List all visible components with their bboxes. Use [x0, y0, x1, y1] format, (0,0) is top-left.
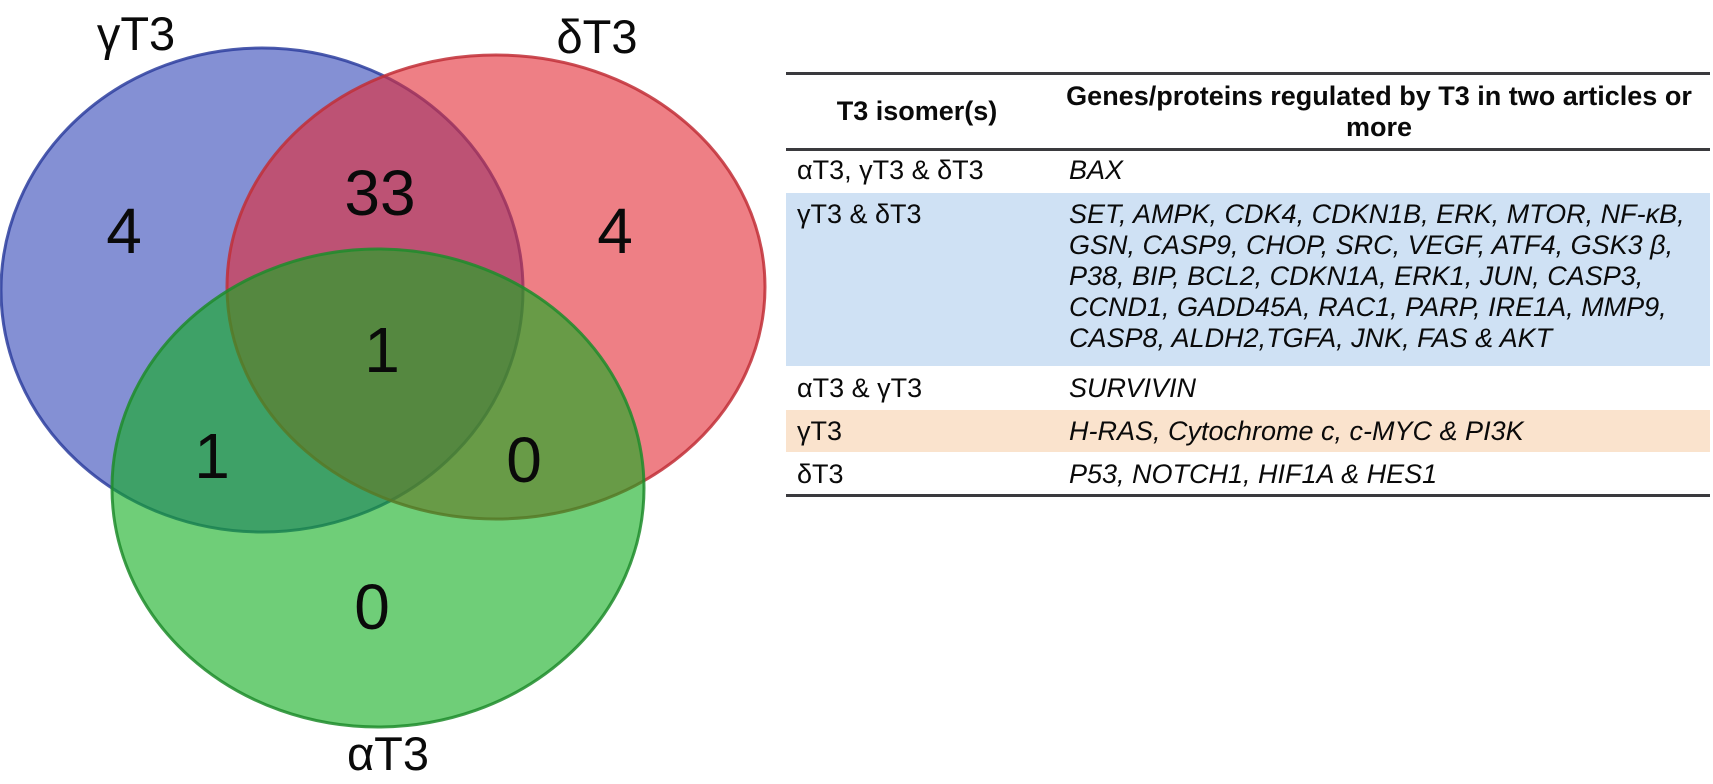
venn-label-alpha-t3: αT3 [347, 727, 429, 780]
isomer-cell: αT3 & γT3 [797, 372, 923, 403]
table-row-gamma: γT3 H-RAS, Cytochrome c, c-MYC & PI3K [786, 410, 1710, 452]
venn-count-delta-alpha: 0 [506, 424, 542, 496]
table-header-rule [786, 148, 1710, 151]
venn-count-alpha-only: 0 [354, 571, 390, 643]
venn-count-delta-only: 4 [597, 195, 633, 267]
venn-count-all-three: 1 [364, 314, 400, 386]
isomer-cell: γT3 & δT3 [797, 199, 922, 229]
genes-cell: SURVIVIN [1069, 372, 1197, 403]
venn-circle-alpha-t3 [110, 247, 646, 729]
genes-cell: H-RAS, Cytochrome c, c-MYC & PI3K [1069, 415, 1524, 446]
venn-count-gamma-delta: 33 [344, 157, 415, 229]
genes-cell: SET, AMPK, CDK4, CDKN1B, ERK, MTOR, NF-κ… [1069, 199, 1685, 353]
table-top-rule [786, 72, 1710, 75]
table-row-delta: δT3 P53, NOTCH1, HIF1A & HES1 [786, 455, 1710, 494]
genes-cell: P53, NOTCH1, HIF1A & HES1 [1069, 459, 1438, 489]
isomer-cell: γT3 [797, 415, 843, 446]
table-header-isomers: T3 isomer(s) [836, 96, 998, 126]
isomer-cell: αT3, γT3 & δT3 [797, 155, 984, 185]
genes-cell: BAX [1069, 155, 1124, 185]
table-top-margin [786, 0, 1710, 72]
venn-label-gamma-t3: γT3 [97, 7, 175, 60]
venn-count-gamma-alpha: 1 [194, 420, 230, 492]
table-row-all-three: αT3, γT3 & δT3 BAX [786, 151, 1710, 190]
venn-count-gamma-only: 4 [106, 195, 142, 267]
table-row-gamma-delta: γT3 & δT3 SET, AMPK, CDK4, CDKN1B, ERK, … [786, 193, 1710, 366]
isomer-cell: δT3 [797, 459, 844, 489]
venn-label-delta-t3: δT3 [556, 10, 637, 63]
table-row-alpha-gamma: αT3 & γT3 SURVIVIN [786, 369, 1710, 407]
table-header-genes: Genes/proteins regulated by T3 in two ar… [1066, 80, 1692, 142]
table-header-row: T3 isomer(s) Genes/proteins regulated by… [786, 75, 1710, 148]
venn-diagram: γT3 δT3 αT3 4 33 4 1 1 0 0 [0, 7, 767, 780]
gene-summary-table: T3 isomer(s) Genes/proteins regulated by… [786, 0, 1710, 497]
table-bottom-rule [786, 494, 1710, 497]
